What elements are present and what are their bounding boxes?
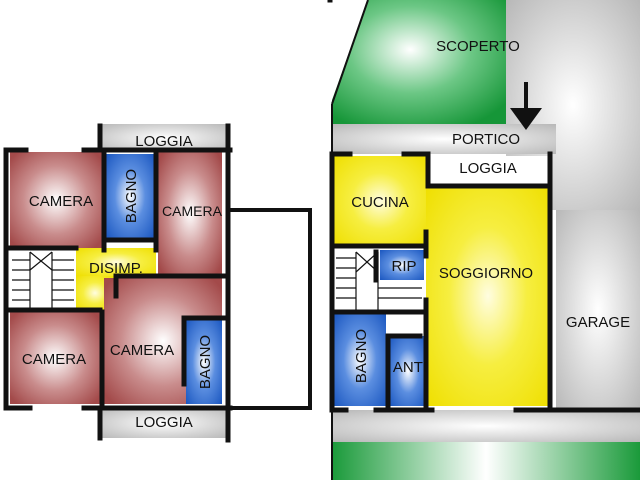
upper-windows — [30, 149, 80, 409]
portico-area — [332, 124, 556, 154]
entrance-arrow-icon — [510, 82, 542, 130]
loggia-inner-area — [430, 156, 550, 184]
loggia-label: LOGGIA — [459, 160, 517, 177]
bagno-bottom-area — [186, 320, 222, 404]
bottom-paving-area — [332, 410, 640, 442]
loggia-top-area — [100, 124, 228, 152]
camera-bottom-left-area — [10, 312, 100, 404]
garage-area — [556, 210, 640, 410]
portico-label: PORTICO — [452, 131, 520, 148]
ripostiglio-area — [380, 250, 424, 280]
scoperto-area — [332, 0, 506, 124]
loggia-bottom-area — [100, 408, 228, 438]
camera-bottom-left-label: CAMERA — [22, 351, 86, 368]
anti-area — [390, 336, 426, 406]
soggiorno-label: SOGGIORNO — [439, 265, 533, 282]
bagno-ground-area — [334, 314, 386, 406]
camera-top-left-label: CAMERA — [29, 193, 93, 210]
bottom-garden-area — [332, 442, 640, 480]
bagno-top-label: BAGNO — [123, 169, 140, 223]
cucina-area — [334, 156, 426, 246]
terrace-outline — [228, 208, 312, 410]
bagno-ground-label: BAGNO — [353, 329, 370, 383]
garden-edge — [331, 0, 369, 105]
ground-floor: SCOPERTO PORTICO LOGGIA CUCINA RIP SOGGI… — [327, 0, 640, 480]
camera-bottom-center-label: CAMERA — [110, 342, 174, 359]
soggiorno-area — [426, 186, 550, 406]
camera-top-left-area — [10, 152, 102, 248]
loggia-bottom-label: LOGGIA — [135, 414, 193, 431]
bagno-bottom-label: BAGNO — [197, 335, 214, 389]
bagno-top-area — [106, 154, 154, 238]
garage-label: GARAGE — [566, 314, 630, 331]
camera-top-right-area — [158, 152, 222, 274]
camera-top-right-label: CAMERA — [162, 203, 223, 219]
disimpegno-label: DISIMP. — [89, 260, 143, 277]
loggia-top-label: LOGGIA — [135, 133, 193, 150]
stairs-upper — [12, 251, 74, 308]
upper-floor: LOGGIA CAMERA BAGNO CAMERA DISIMP. CAMER… — [3, 123, 312, 443]
cucina-label: CUCINA — [351, 194, 409, 211]
scoperto-label: SCOPERTO — [436, 38, 520, 55]
upper-walls — [3, 123, 233, 443]
anti-label: ANTI — [393, 359, 427, 376]
disimpegno-area — [76, 248, 156, 276]
ripostiglio-label: RIP — [391, 258, 416, 275]
